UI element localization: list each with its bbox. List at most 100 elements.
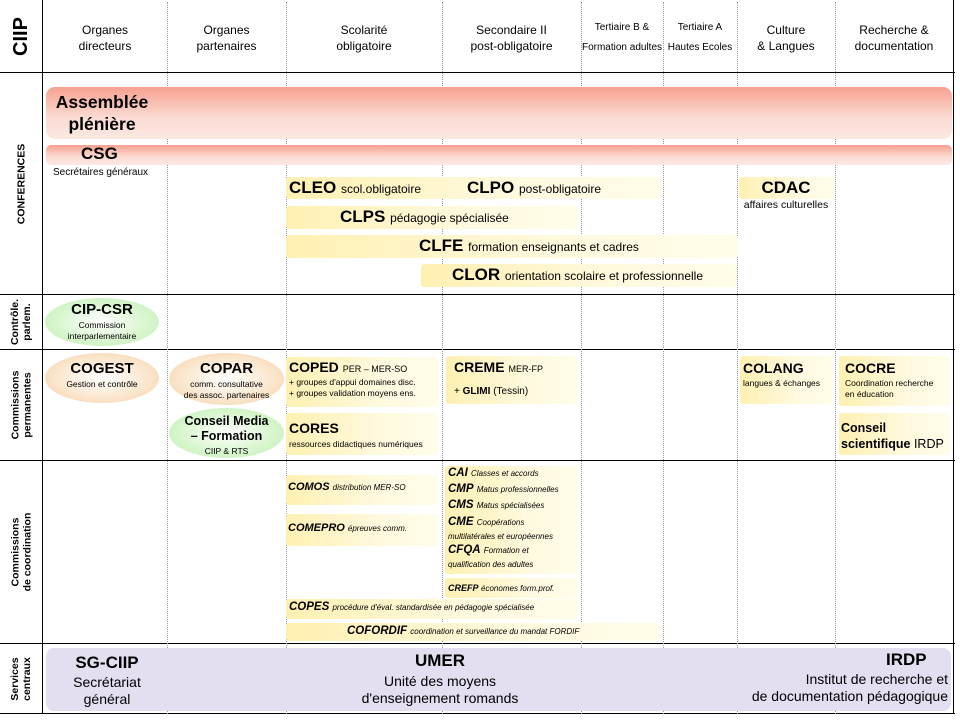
cofordif-box[interactable] bbox=[286, 623, 660, 641]
column-header: Secondaire II post-obligatoire bbox=[470, 23, 553, 53]
row-label: Contrôle. parlem. bbox=[9, 298, 33, 346]
copar-box[interactable] bbox=[169, 353, 284, 405]
cai-label: CAI Classes et accords bbox=[448, 467, 539, 479]
column-header: Organes directeurs bbox=[78, 23, 132, 53]
conseil-media-box[interactable] bbox=[169, 408, 284, 458]
sg-ciip-title: SG-CIIP bbox=[75, 653, 139, 672]
cme-label: CME Coopérations bbox=[448, 516, 525, 528]
column-header: Tertiaire B & Formation adultes bbox=[581, 22, 663, 53]
csg-title: CSG bbox=[81, 145, 118, 163]
clfe-label: CLFE formation enseignants et cadres bbox=[419, 236, 639, 255]
copar-title: COPAR bbox=[199, 360, 254, 377]
irdp-title: IRDP bbox=[886, 650, 927, 669]
column-divider bbox=[737, 2, 738, 714]
cai-group-box[interactable] bbox=[445, 466, 578, 574]
column-divider bbox=[581, 2, 582, 714]
column-divider bbox=[835, 2, 836, 714]
cdac-title: CDAC bbox=[761, 178, 811, 197]
row-label: CONFERENCES bbox=[15, 143, 28, 224]
conseil-scientifique-label: Conseil scientifique IRDP bbox=[841, 421, 944, 451]
csg-subtitle: Secrétaires généraux bbox=[53, 167, 149, 178]
copes-box[interactable] bbox=[286, 599, 578, 619]
cme-subtitle: multilatérales et européennes bbox=[448, 532, 553, 541]
column-divider bbox=[663, 2, 664, 714]
cores-title: CORES bbox=[289, 420, 339, 436]
cocre-title: COCRE bbox=[845, 360, 896, 376]
cores-subtitle: ressources didactiques numériques bbox=[289, 439, 423, 449]
column-divider bbox=[167, 2, 168, 714]
cocre-box[interactable] bbox=[839, 356, 950, 406]
column-header: Scolarité obligatoire bbox=[336, 23, 392, 53]
colang-box[interactable] bbox=[740, 356, 832, 404]
row-label: Services centraux bbox=[9, 656, 33, 701]
clor-label: CLOR orientation scolaire et professionn… bbox=[452, 265, 704, 284]
conseil-media-subtitle: CIIP & RTS bbox=[204, 446, 249, 456]
clpo-label: CLPO post-obligatoire bbox=[467, 178, 602, 197]
grid-line bbox=[0, 294, 955, 295]
creme-box[interactable] bbox=[446, 356, 578, 404]
cfqa-label: CFQA Formation et bbox=[448, 544, 529, 556]
row-label: Commissions de coordination bbox=[9, 512, 33, 592]
colang-title: COLANG bbox=[743, 360, 804, 376]
umer-title: UMER bbox=[414, 651, 466, 670]
column-header: Organes partenaires bbox=[196, 23, 257, 53]
grid-line bbox=[0, 643, 955, 644]
comos-box[interactable] bbox=[286, 475, 438, 505]
column-header: Culture & Langues bbox=[757, 23, 815, 53]
cms-label: CMS Matus spécialisées bbox=[448, 499, 545, 511]
column-header: Tertiaire A Hautes Ecoles bbox=[667, 22, 733, 53]
crefp-label: CREFP économes form.prof. bbox=[448, 583, 555, 593]
coped-label: COPED PER – MER-SO bbox=[289, 359, 408, 375]
cogest-title: COGEST bbox=[70, 360, 134, 377]
clor-box[interactable] bbox=[421, 264, 737, 287]
cleo-clpo-box[interactable] bbox=[286, 177, 661, 199]
grid-line bbox=[0, 460, 955, 461]
comepro-box[interactable] bbox=[286, 514, 438, 546]
conseil-media-title: Conseil Media– Formation bbox=[184, 414, 269, 443]
cfqa-subtitle: qualification des adultes bbox=[448, 560, 534, 569]
clps-label: CLPS pédagogie spécialisée bbox=[340, 207, 509, 226]
csg-box[interactable]: CSG bbox=[46, 145, 952, 165]
assemblee-title: plénière bbox=[68, 114, 136, 134]
copes-label: COPES procédure d'éval. standardisée en … bbox=[289, 601, 535, 613]
colang-subtitle: langues & échanges bbox=[743, 378, 821, 388]
grid-line bbox=[0, 72, 955, 73]
cip-csr-box[interactable] bbox=[45, 298, 159, 346]
column-header: Recherche & documentation bbox=[854, 23, 934, 53]
conseil-scientifique-box[interactable] bbox=[839, 413, 950, 455]
cdac-box[interactable] bbox=[739, 177, 834, 199]
clps-box[interactable] bbox=[286, 206, 578, 229]
clfe-box[interactable] bbox=[286, 235, 738, 258]
grid-line bbox=[953, 0, 954, 714]
coped-box[interactable] bbox=[286, 357, 438, 407]
grid-line bbox=[0, 713, 955, 714]
comepro-label: COMEPRO épreuves comm. bbox=[288, 522, 408, 534]
cogest-subtitle: Gestion et contrôle bbox=[66, 379, 138, 389]
row-label: Commissions permanentes bbox=[9, 370, 34, 440]
crefp-box[interactable] bbox=[445, 578, 578, 598]
cofordif-label: COFORDIF coordination et surveillance du… bbox=[347, 625, 580, 637]
brand-title: CIIP bbox=[9, 16, 32, 56]
comos-label: COMOS distribution MER-SO bbox=[288, 481, 406, 493]
cip-csr-title: CIP-CSR bbox=[71, 301, 133, 318]
services-centraux-box[interactable] bbox=[46, 648, 951, 711]
glimi-label: + GLIMI (Tessin) bbox=[454, 386, 529, 397]
column-divider bbox=[442, 2, 443, 714]
assemblee-title: Assemblée bbox=[55, 92, 149, 112]
cleo-label: CLEO scol.obligatoire bbox=[289, 178, 422, 197]
creme-label: CREME MER-FP bbox=[454, 359, 543, 375]
cores-box[interactable] bbox=[286, 413, 438, 455]
grid-line bbox=[42, 0, 43, 714]
coped-details: + groupes d'appui domaines disc.+ groupe… bbox=[289, 377, 416, 398]
grid-line bbox=[0, 349, 955, 350]
cogest-box[interactable] bbox=[45, 353, 159, 403]
cdac-subtitle: affaires culturelles bbox=[743, 199, 829, 211]
assemblee-pleniere-box[interactable]: Assemblée plénière bbox=[46, 87, 952, 139]
cmp-label: CMP Matus professionnelles bbox=[448, 483, 559, 495]
